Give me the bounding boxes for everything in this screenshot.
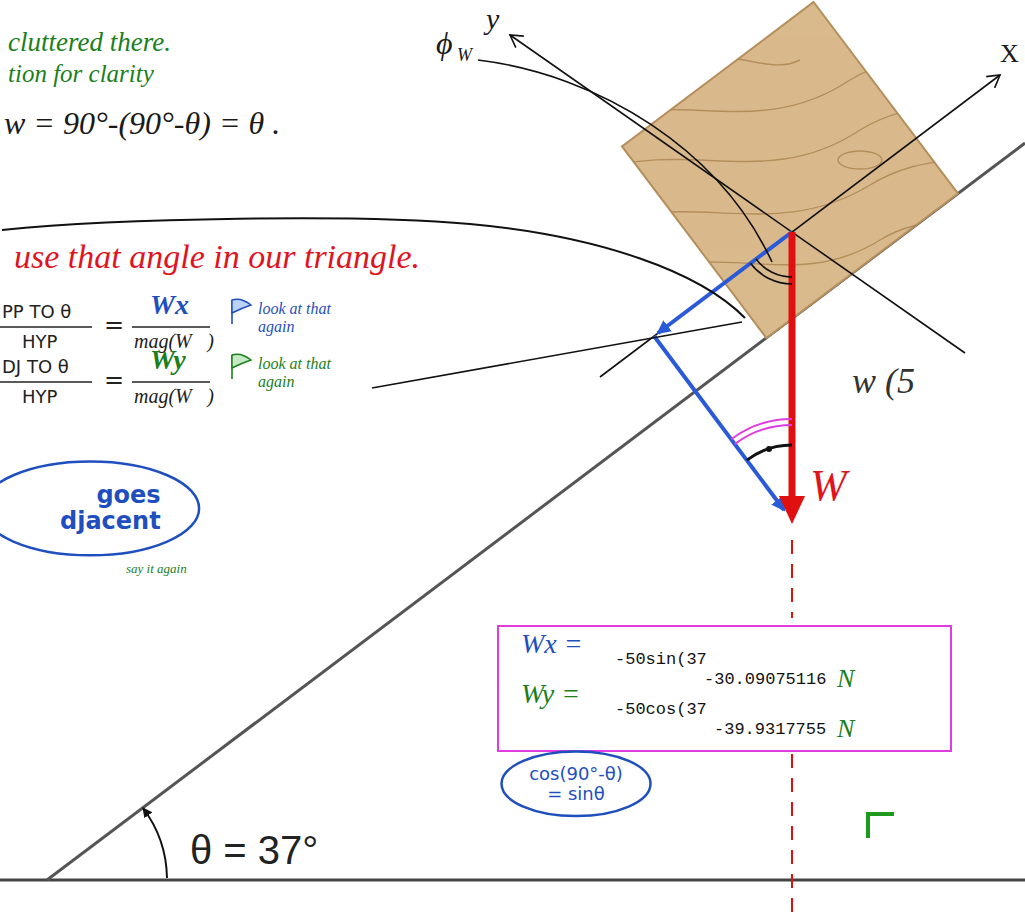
force-label: w (5 [852,362,915,402]
calculator-input: -50cos(37 [615,701,707,720]
x-component [658,232,792,333]
margin-note: look at that again [258,300,354,335]
weight-vector [789,232,796,498]
vector-label: W⃗ [810,462,881,510]
grain-line [650,210,990,270]
reminder-oval: goes djacentsay it again [0,460,201,557]
identity-circle: cos(90°-θ) = sinθ [500,750,652,818]
identity-text: cos(90°-θ) = sinθ [524,764,628,804]
grain-line [620,150,990,220]
angle-arc [731,419,792,439]
small-note: say it again [126,562,187,576]
y-axis [510,35,965,353]
angle-subscript: W [457,46,472,66]
leader-line [478,60,772,262]
leader-line [2,218,745,318]
leader-line [372,322,742,388]
flag [232,354,251,368]
angle-arc [143,808,167,878]
fraction-text: HYP [22,332,57,352]
calculator-result: -30.09075116 [704,671,826,690]
component-label: Wx = [521,629,583,660]
unit-label: N [837,665,854,694]
weight-arrowhead [779,496,805,524]
calculator-result-box: Wx =-50sin(37-30.09075116NWy =-50cos(37-… [497,625,952,752]
ground-line [0,879,1025,882]
angle-arc [751,263,793,284]
handwritten-note: use that angle in our triangle. [14,238,420,275]
handwritten-note: tion for clarity [8,60,154,88]
fraction-text: HYP [22,387,57,407]
equation: w = 90°-(90°-θ) = θ . [4,106,280,141]
reminder-text: goes djacent [60,482,161,535]
fraction-bar [132,326,210,328]
fraction-bar [132,381,210,383]
equals-sign: = [104,312,124,338]
fraction-bar [0,381,92,383]
angle-arc [735,425,792,444]
axis-label: X [1000,40,1019,69]
axis-label: y [486,2,499,35]
fraction-text: PP TO θ [2,302,71,322]
angle-label: θ = 37° [190,828,318,872]
grain-line [700,58,800,65]
x-axis [600,75,1000,377]
right-angle-mark [868,814,894,838]
fraction-text: mag(W⃗) [134,385,214,407]
wood-knot [838,151,882,169]
dashed-line [791,754,793,919]
calculator-result: -39.9317755 [714,721,826,740]
component-label: Wx [150,290,189,321]
dashed-line [791,540,793,618]
component-label: Wy [150,345,186,376]
handwritten-note: cluttered there. [8,28,171,58]
flag [232,299,251,313]
equals-sign: = [104,367,124,393]
angle-dot [766,446,772,452]
fraction-bar [0,326,92,328]
unit-label: N [837,715,854,744]
fraction-text: DJ TO θ [2,357,69,377]
component-label: Wy = [521,679,580,710]
angle-arc [747,445,792,460]
calculator-input: -50sin(37 [615,651,707,670]
oval-outline [502,752,651,817]
margin-note: look at that again [258,355,354,390]
angle-symbol: ϕ [436,26,453,61]
grain-line [600,40,980,120]
oval-outline [0,462,199,556]
